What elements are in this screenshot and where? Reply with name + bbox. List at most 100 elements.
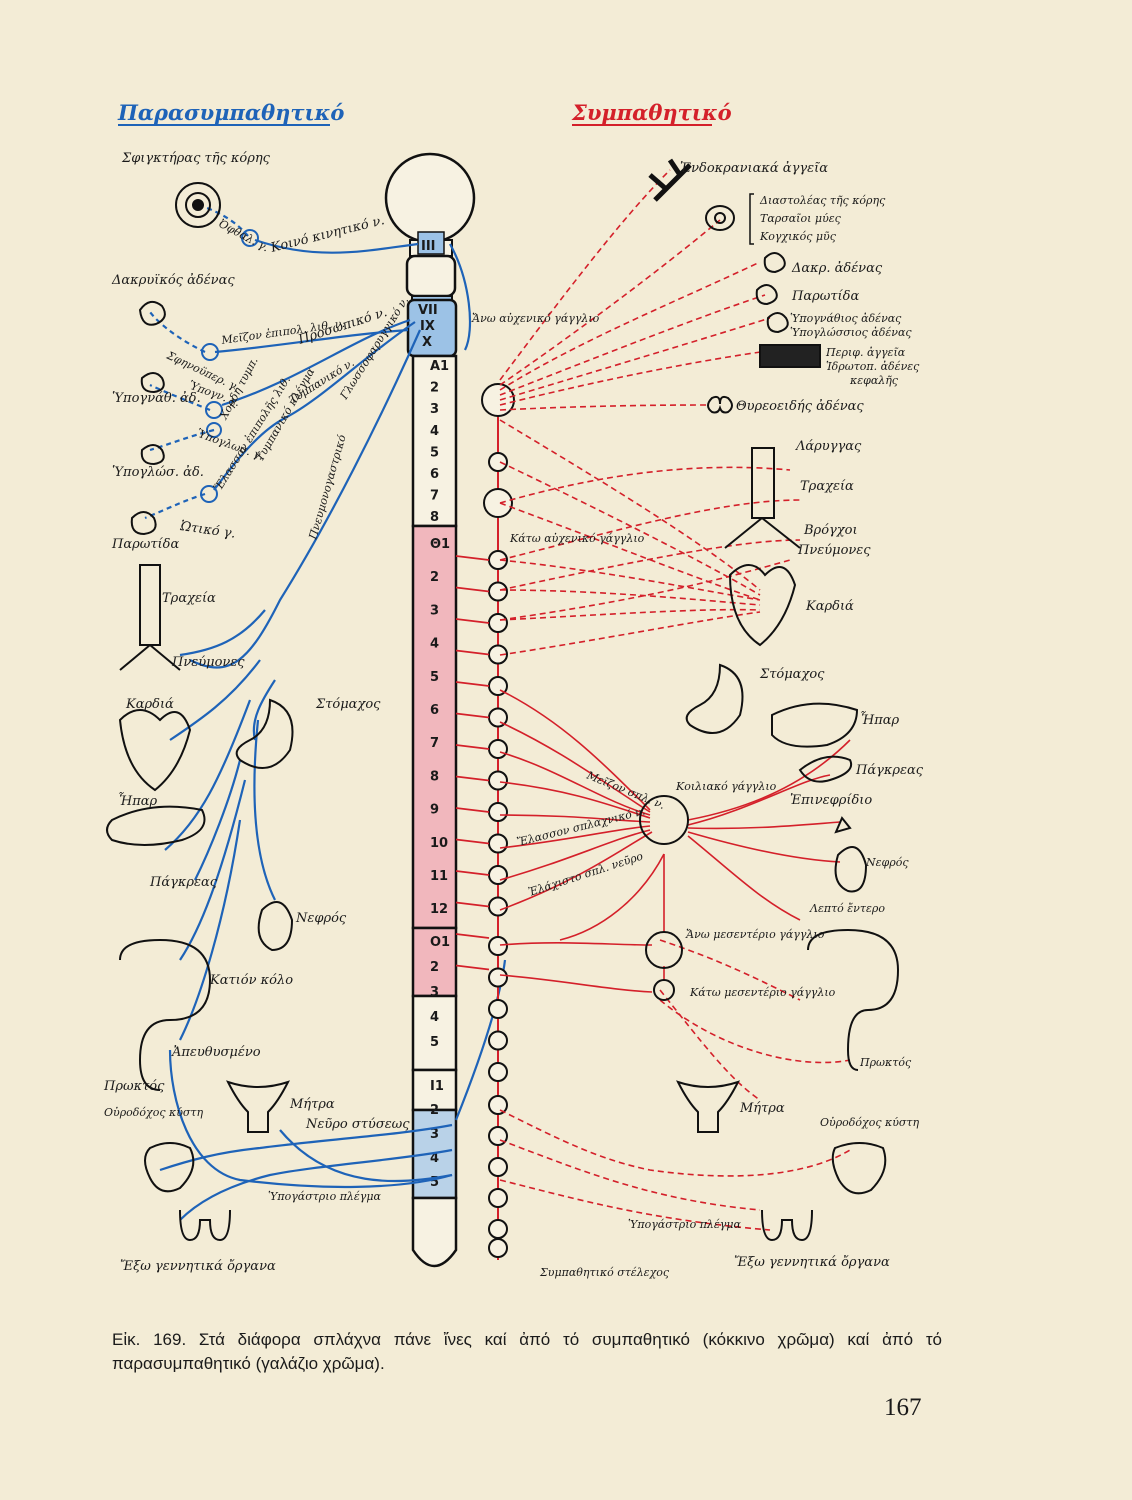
splanchnic-nerves xyxy=(499,689,851,993)
prevertebral-ganglia xyxy=(639,795,689,1001)
sacral-segment-2: 2 xyxy=(430,1103,439,1118)
lacrimal-gland-icon xyxy=(138,300,166,326)
label-trachea: Τραχεία xyxy=(162,591,216,606)
white-ramus xyxy=(455,712,490,719)
thyroid-icon xyxy=(707,395,733,414)
sacral-segment-4: 4 xyxy=(430,1151,439,1166)
cervical-segment-8: 8 xyxy=(430,510,439,525)
stomach-icon xyxy=(235,698,294,769)
label-hypogastric: Ὑπογάστριο πλέγμα xyxy=(268,1190,382,1203)
sympathetic-header: Συμπαθητικό xyxy=(571,100,732,125)
label-head: κεφαλῆς xyxy=(849,374,899,387)
sympathetic-labels: Ἐνδοκρανιακά ἀγγεῖα Διαστολέας τῆς κόρης… xyxy=(471,161,924,1279)
label-chorda-tympani: Χορδή τυμπ. xyxy=(217,355,261,422)
white-ramus xyxy=(455,933,490,939)
label-sup-cervical: Ἄνω αὐχενικό γάγγλιο xyxy=(471,312,600,325)
cervical-segment-7: 7 xyxy=(430,489,439,504)
trunk-ganglion xyxy=(483,488,513,518)
segment-labels: IIIVIIIXXA12345678Θ123456789101112O12345… xyxy=(418,239,450,1190)
label-celiac: Κοιλιακό γάγγλιο xyxy=(675,780,777,793)
white-ramus xyxy=(455,838,490,845)
white-ramus xyxy=(455,870,490,876)
sacral-segment-5: 5 xyxy=(430,1175,439,1190)
cervical-segment-3: 3 xyxy=(430,402,439,417)
label-sphincter: Σφιγκτήρας τῆς κόρης xyxy=(121,151,271,166)
parasympathetic-header: Παρασυμπαθητικό xyxy=(117,100,344,125)
thoracic-segment-2: 2 xyxy=(430,570,439,585)
label-symp-lungs: Πνεύμονες xyxy=(797,543,871,558)
liver-icon xyxy=(106,805,206,846)
colon-icon-sympathetic xyxy=(807,928,900,1071)
lumbar-segment-5: 5 xyxy=(430,1035,439,1050)
white-ramus xyxy=(455,775,490,782)
label-colon: Κατιόν κόλο xyxy=(209,973,293,988)
label-parotid: Παρωτίδα xyxy=(111,537,179,552)
trunk-ganglion xyxy=(488,770,508,791)
label-symp-uterus: Μήτρα xyxy=(739,1101,785,1116)
thoracic-segment-5: 5 xyxy=(430,670,439,685)
trunk-ganglion xyxy=(488,613,508,633)
label-kidney: Νεφρός xyxy=(295,911,347,926)
label-submandibular-gland: Ὑπογνάθ. ἀδ. xyxy=(112,391,201,406)
label-symp-parotid: Παρωτίδα xyxy=(791,289,859,304)
organ-icons xyxy=(106,158,900,1242)
white-ramus xyxy=(455,901,490,908)
white-ramus xyxy=(455,744,490,750)
colon-icon xyxy=(119,938,212,1091)
label-dilator: Διαστολέας τῆς κόρης xyxy=(759,194,886,207)
label-symp-pancreas: Πάγκρεας xyxy=(855,763,924,778)
label-symp-rectum: Πρωκτός xyxy=(859,1056,912,1069)
gland-icon xyxy=(130,372,165,536)
trunk-ganglion xyxy=(488,833,508,854)
label-symp-bladder: Οὐροδόχος κύστη xyxy=(820,1116,919,1129)
label-symp-trachea: Τραχεία xyxy=(800,479,854,494)
blood-vessel-icon xyxy=(648,158,692,202)
white-ramus xyxy=(455,807,490,813)
white-ramus xyxy=(455,649,490,656)
label-uterus: Μήτρα xyxy=(289,1097,335,1112)
cranial-nerve-III: III xyxy=(421,239,436,254)
thoracic-segment-6: 6 xyxy=(430,703,439,718)
label-ophthalmic-ganglion: Ὀφθαλ. γ. xyxy=(217,217,271,254)
label-symp-sublingual: Ὑπογλώσσιος ἀδένας xyxy=(790,326,912,339)
thoracic-segment-7: 7 xyxy=(430,736,439,751)
parasympathetic-ganglia xyxy=(200,229,259,503)
white-ramus xyxy=(455,681,490,687)
white-ramus xyxy=(455,555,490,561)
cervical-segment-6: 6 xyxy=(430,467,439,482)
page-number: 167 xyxy=(884,1394,922,1421)
genitals-icon xyxy=(179,1209,231,1242)
trunk-ganglion xyxy=(488,936,508,956)
skin-icon xyxy=(759,344,821,368)
trunk-ganglion xyxy=(488,1062,508,1082)
label-symp-lacrimal: Δακρ. ἀδένας xyxy=(791,261,883,276)
label-pancreas: Πάγκρεας xyxy=(149,875,218,890)
heart-icon xyxy=(118,709,192,792)
cervical-segment-1: A1 xyxy=(430,359,449,374)
label-sympathetic-trunk: Συμπαθητικό στέλεχος xyxy=(539,1266,670,1279)
trunk-ganglion xyxy=(488,1095,508,1115)
lumbar-segment-4: 4 xyxy=(430,1010,439,1025)
genitals-icon-sympathetic xyxy=(761,1209,813,1242)
label-sigmoid: Ἀπευθυσμένο xyxy=(171,1045,261,1060)
label-sweat-glands: Ἱδρωτοπ. ἀδένες xyxy=(826,360,920,373)
autonomic-nervous-system-diagram: Παρασυμπαθητικό Συμπαθητικό IIIVIIIXXA12… xyxy=(103,100,924,1279)
sacral-segment-1: I1 xyxy=(430,1079,444,1094)
cervical-segment-2: 2 xyxy=(430,381,439,396)
sympathetic-trunk xyxy=(481,383,515,1260)
trunk-ganglion xyxy=(488,452,508,472)
label-symp-hypogastric: Ὑπογάστριο πλέγμα xyxy=(628,1218,742,1231)
label-heart: Καρδιά xyxy=(125,697,174,712)
label-sup-mesenteric: Ἄνω μεσεντέριο γάγγλιο xyxy=(685,928,825,941)
sympathetic-postganglionic xyxy=(499,169,851,1231)
cervical-segment-4: 4 xyxy=(430,424,439,439)
label-symp-stomach: Στόμαχος xyxy=(759,667,825,682)
label-pelvic-nerve: Νεῦρο στύσεως xyxy=(305,1117,410,1132)
trunk-ganglion xyxy=(488,967,508,988)
label-bronchi: Βρόγχοι xyxy=(803,523,858,538)
trunk-ganglion xyxy=(488,896,508,917)
trunk-ganglion xyxy=(488,581,508,602)
spinal-cord xyxy=(384,152,476,1268)
trunk-ganglion xyxy=(488,739,508,759)
